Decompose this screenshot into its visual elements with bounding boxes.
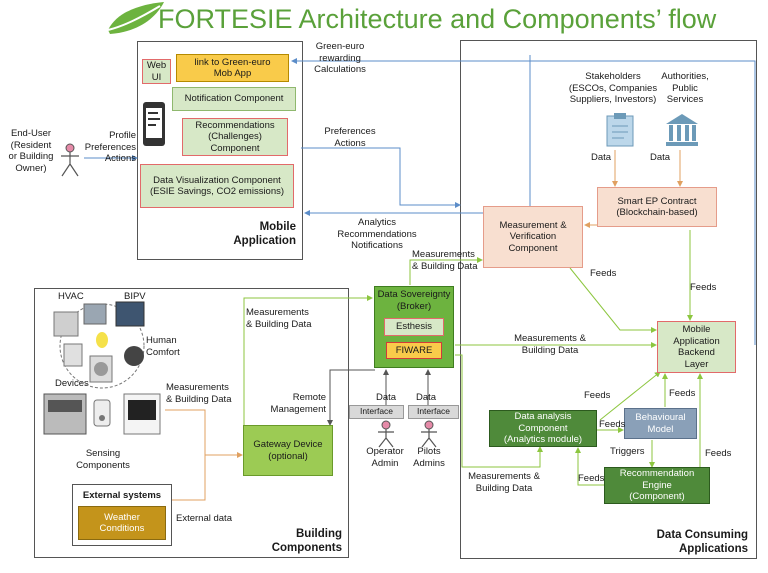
gateway-device-box: Gateway Device (optional) — [243, 425, 333, 476]
authorities-label: Authorities, Public Services — [661, 71, 709, 105]
data-visualization-box: Data Visualization Component (ESIE Savin… — [140, 164, 294, 208]
data-consuming-label: Data Consuming Applications — [656, 529, 748, 555]
feeds-rec-label: Feeds — [705, 448, 732, 459]
interface-box-2: Interface — [408, 405, 459, 419]
data-label-2: Data — [416, 392, 437, 403]
analytics-label: Analytics Recommendations Notifications — [337, 217, 417, 251]
feeds-rec2-label: Feeds — [578, 473, 605, 484]
government-building-icon — [666, 114, 698, 146]
feeds-analysis2-label: Feeds — [599, 419, 626, 430]
data-authorities-label: Data — [650, 152, 671, 163]
measurements-top-label: Measurements & Building Data — [412, 249, 478, 272]
building-devices-illustration — [53, 301, 145, 389]
operator-person-icon — [378, 420, 394, 448]
broker-title: Data Sovereignty (Broker) — [377, 289, 451, 312]
feeds-behavioural-label: Feeds — [669, 388, 696, 399]
data-analysis-box: Data analysis Component (Analytics modul… — [489, 410, 597, 447]
stakeholders-label: Stakeholders (ESCOs, Companies Suppliers… — [568, 71, 658, 105]
logo-leaf-icon — [107, 2, 164, 34]
sensors-illustration — [43, 393, 161, 435]
human-comfort-label: Human Comfort — [146, 335, 180, 358]
bipv-label: BIPV — [124, 291, 146, 302]
interface-box-1: Interface — [349, 405, 404, 419]
data-stakeholders-label: Data — [591, 152, 612, 163]
remote-management-label: Remote Management — [270, 392, 326, 415]
web-ui-box: Web UI — [142, 59, 171, 84]
sensing-components-label: Sensing Components — [76, 448, 130, 471]
green-euro-label: Green-euro rewarding Calculations — [314, 41, 366, 75]
recommendation-engine-box: Recommendation Engine (Component) — [604, 467, 710, 504]
measurements-gateway-label: Measurements & Building Data — [246, 307, 312, 330]
notification-component-box: Notification Component — [172, 87, 296, 111]
fiware-box: FIWARE — [386, 342, 442, 359]
measurement-verification-box: Measurement & Verification Component — [483, 206, 583, 268]
measurements-analysis-label: Measurements & Building Data — [468, 471, 540, 494]
operator-admin-label: Operator Admin — [366, 446, 404, 469]
measurements-sensing-label: Measurements & Building Data — [166, 382, 232, 405]
feeds-ep-label: Feeds — [690, 282, 717, 293]
smart-ep-contract-box: Smart EP Contract (Blockchain-based) — [597, 187, 717, 227]
behavioural-model-box: Behavioural Model — [624, 408, 697, 439]
devices-label: Devices — [55, 378, 89, 389]
mobile-application-label: Mobile Application — [233, 221, 296, 247]
preferences-actions-label: Preferences Actions — [324, 126, 376, 149]
measurements-backend-label: Measurements & Building Data — [514, 333, 586, 356]
feeds-analysis-label: Feeds — [584, 390, 611, 401]
external-data-label: External data — [176, 513, 232, 524]
clipboard-icon — [606, 113, 634, 147]
page-title: FORTESIE Architecture and Components’ fl… — [158, 4, 717, 34]
pilots-admins-label: Pilots Admins — [413, 446, 445, 469]
green-euro-link-box[interactable]: link to Green-euro Mob App — [176, 54, 289, 82]
triggers-label: Triggers — [610, 446, 645, 457]
weather-conditions-box: Weather Conditions — [78, 506, 166, 540]
building-components-label: Building Components — [271, 528, 342, 554]
smartphone-icon — [143, 102, 165, 146]
hvac-label: HVAC — [58, 291, 84, 302]
esthesis-box: Esthesis — [384, 318, 444, 336]
end-user-label: End-User (Resident or Building Owner) — [8, 128, 54, 174]
data-label-1: Data — [376, 392, 397, 403]
mobile-application-region — [137, 41, 303, 260]
mobile-backend-box: Mobile Application Backend Layer — [657, 321, 736, 373]
person-icon — [61, 143, 79, 177]
pilots-person-icon — [421, 420, 437, 448]
data-consuming-region — [460, 40, 757, 559]
external-systems-title: External systems — [82, 490, 162, 501]
recommendations-component-box: Recommendations (Challenges) Component — [182, 118, 288, 156]
building-components-region — [34, 288, 349, 558]
profile-flow-label: Profile Preferences Actions — [84, 130, 136, 164]
feeds-mv-label: Feeds — [590, 268, 617, 279]
